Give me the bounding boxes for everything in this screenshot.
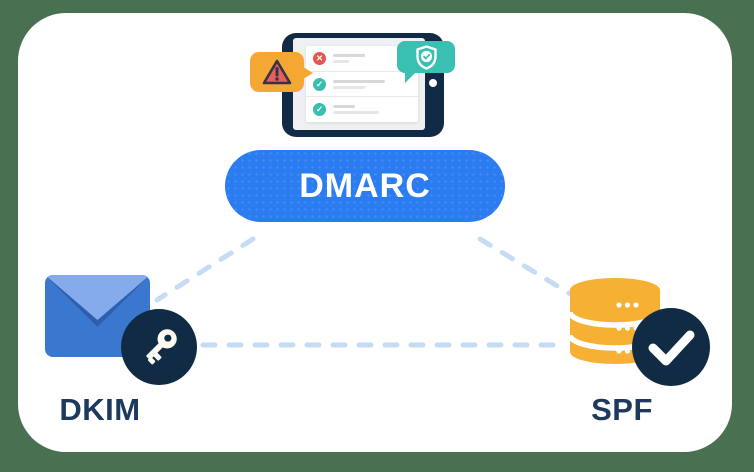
connector-dmarc-spf [477,236,580,301]
key-badge [121,309,197,385]
shield-bubble [397,41,455,83]
dmarc-label: DMARC [299,166,431,205]
bubble-tail [303,67,313,79]
spf-label: SPF [591,392,653,427]
placeholder-lines [333,79,385,89]
warning-bubble [250,52,313,92]
checklist-row: ✓ [306,70,418,97]
shield-check-icon [415,44,437,70]
warning-triangle-icon [262,59,292,85]
check-circle-icon: ✓ [313,103,326,117]
check-circle-icon: ✓ [313,77,326,91]
checkmark-icon [648,330,695,366]
bubble-tail [405,72,416,83]
tablet-camera-dot [429,79,437,87]
placeholder-lines [333,105,379,115]
placeholder-lines [333,53,365,63]
connector-dmarc-dkim [154,236,256,303]
dmarc-node: DMARC [225,150,505,222]
key-icon [146,329,177,365]
check-badge [632,308,710,386]
x-circle-icon: ✕ [313,51,326,65]
checklist-row: ✕ [306,46,418,71]
dkim-label: DKIM [59,392,141,427]
checklist-row: ✓ [306,96,418,122]
